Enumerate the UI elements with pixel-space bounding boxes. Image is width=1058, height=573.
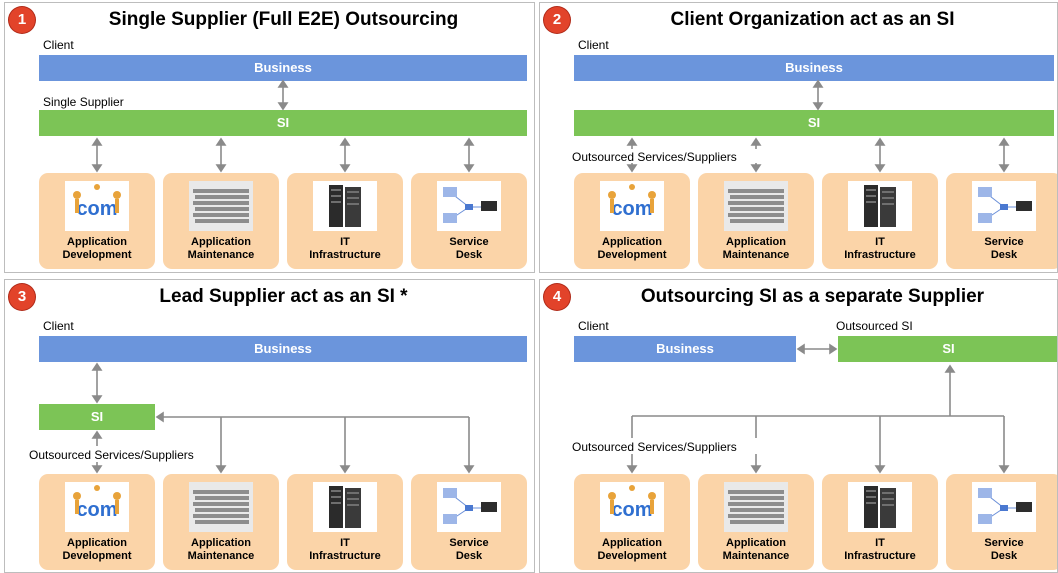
client-label: Client: [43, 319, 74, 333]
quadrant-title: Lead Supplier act as an SI *: [159, 286, 408, 307]
document-stack-icon: [189, 181, 253, 231]
quadrant-title: Client Organization act as an SI: [670, 9, 955, 30]
tile-line1: Service: [984, 537, 1024, 549]
tile-line1: IT: [340, 537, 350, 549]
network-computers-icon: [972, 482, 1036, 532]
quadrant-separate-si-supplier: 4 Outsourcing SI as a separate Supplier …: [539, 279, 1058, 573]
tile-line2: Infrastructure: [844, 249, 916, 261]
tile-line2: Desk: [990, 249, 1018, 261]
document-stack-icon: [724, 482, 788, 532]
document-stack-icon: [724, 181, 788, 231]
tile-line2: Development: [597, 249, 667, 261]
tile-line2: Maintenance: [722, 550, 790, 562]
tile-line1: IT: [875, 236, 885, 248]
quadrant-client-as-si: 2 Client Organization act as an SI Clien…: [539, 2, 1058, 273]
tile-line1: Application: [191, 537, 251, 549]
tile-line2: Development: [62, 550, 132, 562]
tile-line1: Application: [726, 236, 786, 248]
client-label: Client: [578, 319, 609, 333]
number-badge: 3: [9, 284, 35, 310]
svg-text:com: com: [611, 198, 652, 220]
business-bar: Business: [39, 55, 527, 81]
tile-line1: Application: [602, 236, 662, 248]
suppliers-label: Outsourced Services/Suppliers: [29, 448, 194, 462]
quadrant-title: Single Supplier (Full E2E) Outsourcing: [108, 9, 459, 30]
tile-line1: Service: [449, 236, 489, 248]
suppliers-label: Outsourced Services/Suppliers: [572, 150, 737, 164]
business-bar: Business: [39, 336, 527, 362]
tile-line2: Desk: [990, 550, 1018, 562]
tile-line2: Maintenance: [187, 550, 255, 562]
outsourced-si-label: Outsourced SI: [836, 319, 913, 333]
tile-line2: Development: [62, 249, 132, 261]
si-bar: SI: [39, 404, 155, 430]
si-bar: SI: [39, 110, 527, 136]
client-label: Client: [578, 38, 609, 52]
server-rack-icon: [848, 482, 912, 532]
server-rack-icon: [848, 181, 912, 231]
tile-line1: Application: [602, 537, 662, 549]
tile-line1: Application: [67, 236, 127, 248]
com-people-icon: com: [65, 181, 129, 231]
network-computers-icon: [437, 181, 501, 231]
tile-line2: Infrastructure: [309, 550, 381, 562]
svg-text:com: com: [76, 499, 117, 521]
tile-line1: Application: [67, 537, 127, 549]
si-bar: SI: [838, 336, 1057, 362]
network-computers-icon: [972, 181, 1036, 231]
number-badge: 2: [544, 7, 570, 33]
tile-line1: Application: [191, 236, 251, 248]
suppliers-label: Outsourced Services/Suppliers: [572, 440, 737, 454]
com-people-icon: com: [65, 482, 129, 532]
tile-line2: Development: [597, 550, 667, 562]
quadrant-title: Outsourcing SI as a separate Supplier: [640, 286, 985, 307]
network-computers-icon: [437, 482, 501, 532]
tile-line2: Maintenance: [722, 249, 790, 261]
document-stack-icon: [189, 482, 253, 532]
number-badge: 4: [544, 284, 570, 310]
tile-line2: Infrastructure: [844, 550, 916, 562]
business-bar: Business: [574, 55, 1054, 81]
tile-line1: IT: [340, 236, 350, 248]
tile-line1: Application: [726, 537, 786, 549]
tile-line2: Infrastructure: [309, 249, 381, 261]
com-people-icon: com: [600, 181, 664, 231]
single-supplier-label: Single Supplier: [43, 95, 124, 109]
client-label: Client: [43, 38, 74, 52]
tile-line2: Desk: [455, 249, 483, 261]
server-rack-icon: [313, 181, 377, 231]
number-badge: 1: [9, 7, 35, 33]
svg-text:com: com: [76, 198, 117, 220]
svg-text:com: com: [611, 499, 652, 521]
tile-line1: IT: [875, 537, 885, 549]
quadrant-single-supplier: 1 Single Supplier (Full E2E) Outsourcing…: [4, 2, 535, 273]
tile-line1: Service: [449, 537, 489, 549]
business-bar: Business: [574, 336, 796, 362]
si-bar: SI: [574, 110, 1054, 136]
tile-line1: Service: [984, 236, 1024, 248]
server-rack-icon: [313, 482, 377, 532]
com-people-icon: com: [600, 482, 664, 532]
tile-line2: Desk: [455, 550, 483, 562]
quadrant-lead-supplier-si: 3 Lead Supplier act as an SI * Client Bu…: [4, 279, 535, 573]
tile-line2: Maintenance: [187, 249, 255, 261]
